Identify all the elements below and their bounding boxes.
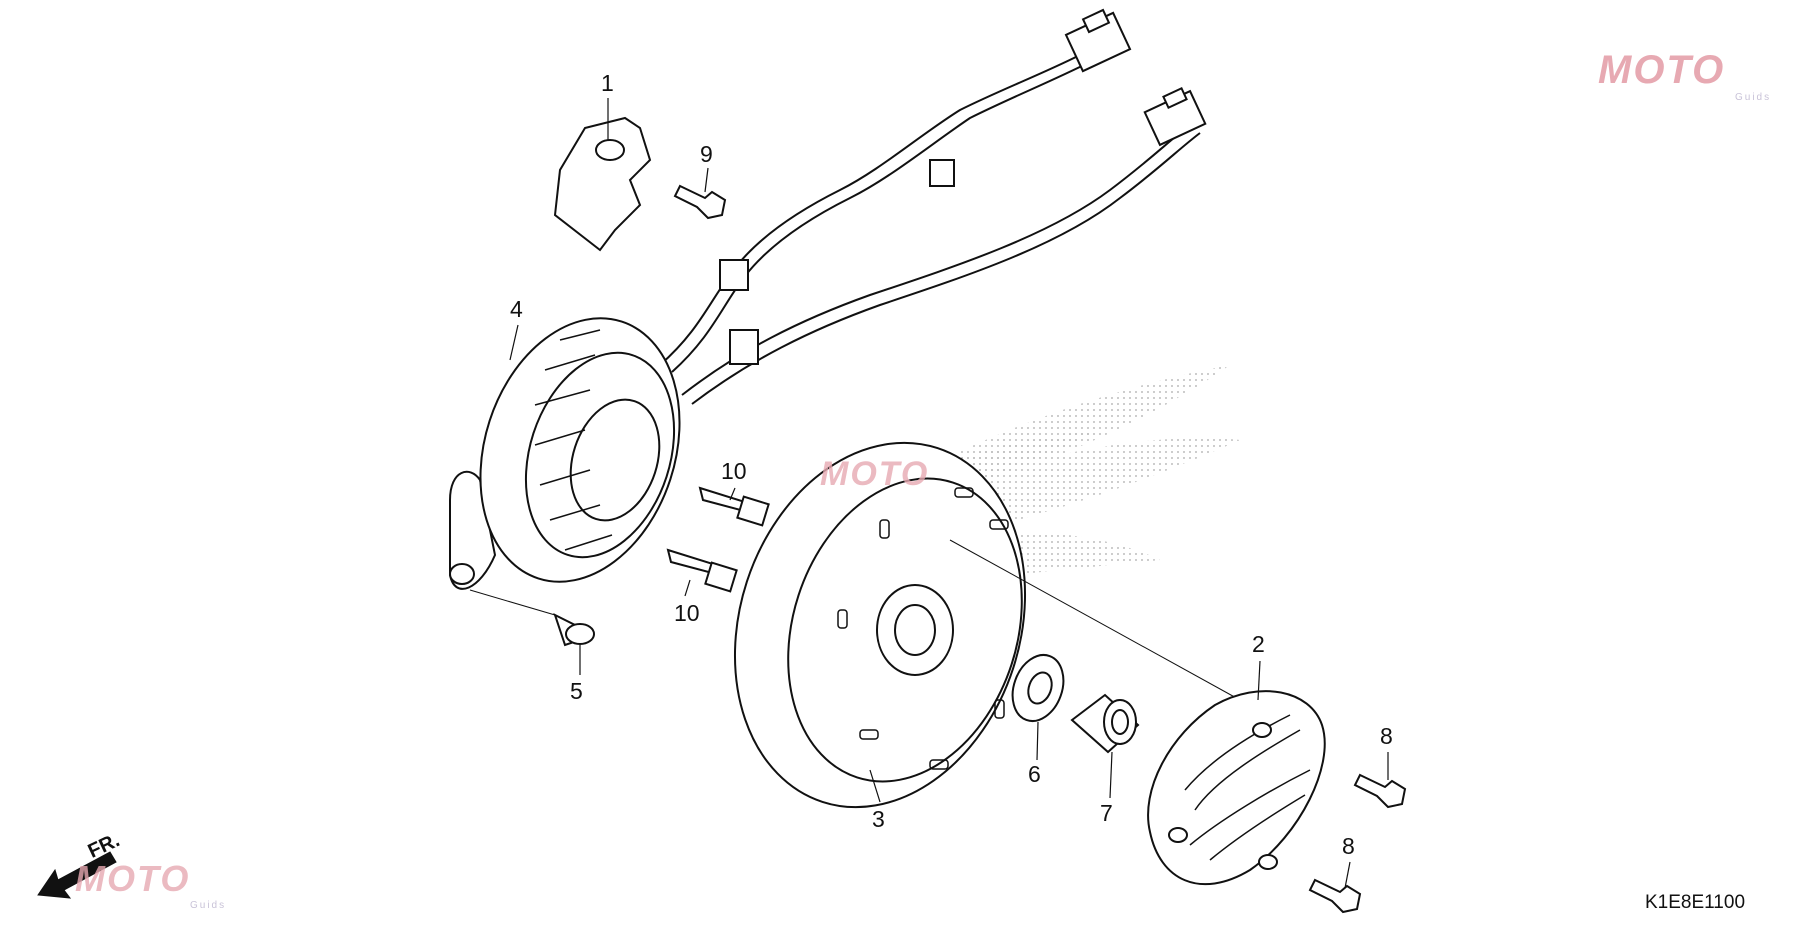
callout-2: 2 (1252, 631, 1265, 657)
callout-8-lower: 8 (1342, 833, 1355, 859)
flange-bolt-icon (673, 184, 727, 220)
front-arrow-icon (37, 851, 117, 899)
watermark-logo-center: MOTO (820, 455, 930, 493)
callout-9: 9 (700, 141, 713, 167)
callout-3: 3 (872, 806, 885, 832)
callout-10-upper: 10 (721, 458, 747, 484)
watermark-logo: MOTO (1598, 48, 1726, 92)
leader-lines (509, 98, 1389, 889)
flywheel-icon (733, 441, 1241, 809)
cooling-fan-icon (1147, 690, 1326, 886)
callout-6: 6 (1028, 761, 1041, 787)
callout-10-lower: 10 (674, 600, 700, 626)
wire-harness (659, 8, 1207, 405)
callout-7: 7 (1100, 800, 1113, 826)
flange-bolt-icon (1308, 878, 1362, 914)
flange-bolt-icon (1353, 773, 1407, 809)
watermark-logo-corner: MOTO (75, 858, 191, 899)
socket-bolt-icon (698, 486, 770, 527)
watermark-sub-corner: Guids (190, 900, 227, 911)
callout-5: 5 (570, 678, 583, 704)
collar-icon (1070, 693, 1140, 754)
diagram-code: K1E8E1100 (1645, 892, 1746, 913)
callout-1: 1 (601, 70, 614, 96)
screw-icon (469, 589, 595, 647)
socket-bolt-icon (666, 548, 738, 593)
watermark-sub: Guids (1735, 92, 1772, 103)
stator-icon (449, 317, 681, 590)
oil-seal-icon (1011, 654, 1065, 722)
clamp-plate-icon (553, 116, 652, 252)
callout-4: 4 (510, 296, 523, 322)
callout-8-upper: 8 (1380, 723, 1393, 749)
